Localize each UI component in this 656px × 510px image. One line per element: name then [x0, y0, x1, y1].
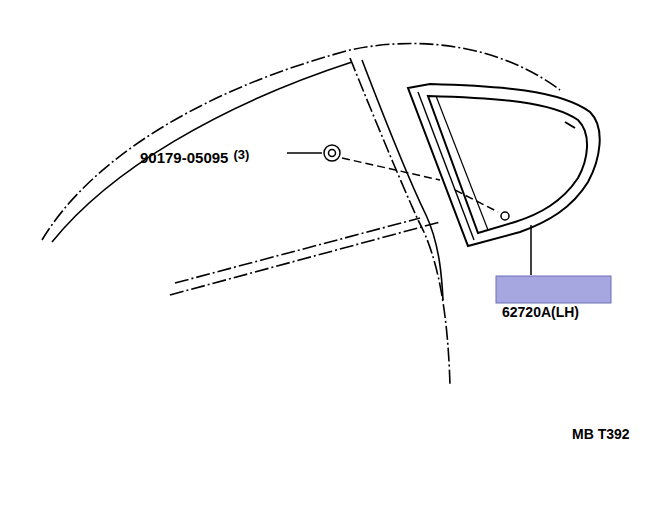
frame-strip-inner — [436, 96, 488, 230]
belt-line-2 — [175, 218, 420, 283]
leader-line — [287, 152, 322, 154]
window-frame-inner — [428, 96, 587, 233]
clip-circle — [324, 145, 340, 161]
clip-mark — [565, 122, 575, 128]
frame-strip — [418, 92, 474, 240]
window-frame-outer — [408, 84, 600, 246]
roof-outline — [42, 43, 560, 240]
leader-line — [530, 225, 532, 275]
dashed-leader — [455, 190, 498, 212]
quarter-window — [408, 84, 600, 246]
pillar-line — [350, 58, 450, 385]
clip — [287, 145, 531, 275]
figure-code: MB T392 — [572, 427, 630, 441]
roof-inner-line — [52, 62, 352, 242]
car-body — [42, 43, 560, 385]
clip-hole — [329, 150, 336, 157]
clip-location — [501, 212, 509, 220]
part-number: 90179-05095 — [140, 150, 228, 165]
dashed-leader — [342, 158, 440, 180]
cover-box — [496, 276, 611, 303]
quantity: (3) — [233, 148, 249, 161]
belt-line — [170, 222, 440, 295]
part-number: 62720A(LH) — [502, 305, 579, 319]
